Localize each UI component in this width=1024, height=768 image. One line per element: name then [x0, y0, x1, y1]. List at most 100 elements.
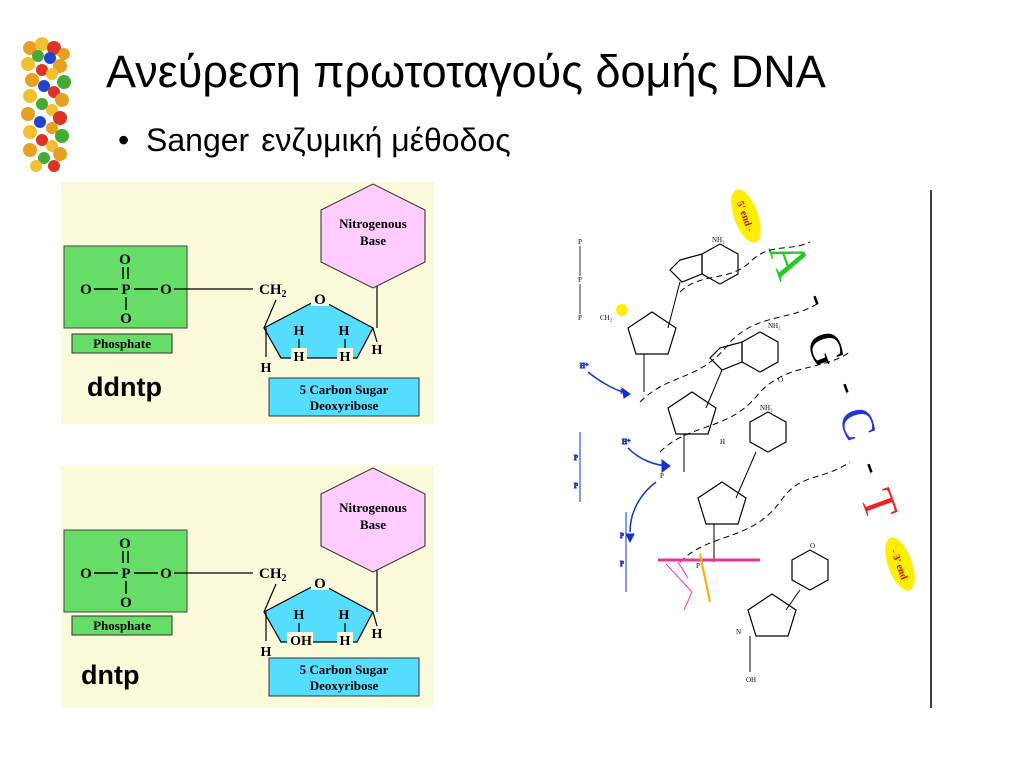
base-label-line1: Nitrogenous: [339, 216, 407, 231]
sugar-ring-pentagon: [263, 298, 374, 359]
hydrogen-2prime: H: [340, 350, 351, 365]
nitrogenous-base-hexagon: [320, 183, 426, 289]
phosphate-bottom-oxygen: O: [120, 311, 132, 327]
phosphate-right-oxygen: O: [160, 282, 172, 298]
phosphate-left-oxygen: O: [80, 282, 92, 298]
dna-strand-synthesis-figure: 5' end - - 3' end A - G - C - T P P P CH…: [574, 189, 932, 708]
phosphate-left-oxygen: O: [80, 566, 92, 582]
phosphate-top-oxygen: O: [119, 536, 131, 552]
hydrogen-4prime: H: [261, 361, 272, 376]
svg-text:P: P: [574, 454, 578, 462]
phosphorus-atom: P: [121, 282, 130, 298]
phosphate-right-oxygen: O: [160, 566, 172, 582]
bullet-item: • Sanger ενζυμική μέθοδος: [118, 122, 511, 159]
label-p-3: P: [696, 562, 700, 570]
sugar-label-box: [268, 657, 420, 697]
ddntp-label: ddntp: [87, 372, 162, 402]
label-h: H: [720, 438, 725, 446]
nitrogenous-base-hexagon: [320, 467, 426, 573]
ring-oxygen: O: [314, 292, 326, 308]
svg-text:P: P: [620, 532, 624, 540]
phosphate-label: Phosphate: [93, 618, 151, 633]
base-letter-t: T: [851, 482, 909, 526]
dash-3: -: [853, 456, 892, 479]
hydrogen-4prime: H: [261, 645, 272, 660]
ring-oxygen: O: [314, 576, 326, 592]
svg-text:P: P: [578, 314, 582, 322]
hydrogen-2prime: H: [340, 634, 351, 649]
incoming-phosphate-chains: H⁺ H⁺ P P P P: [574, 362, 671, 592]
sugar-label-line2: Deoxyribose: [310, 678, 379, 693]
label-o-t: O: [810, 542, 815, 550]
phosphate-group-box: [63, 529, 188, 613]
base-label-line2: Base: [360, 517, 386, 532]
sugar-label-line2: Deoxyribose: [310, 398, 379, 413]
phosphate-label-box: [71, 615, 173, 636]
base-label-line2: Base: [360, 233, 386, 248]
svg-text:CH₂: CH₂: [600, 314, 613, 322]
svg-text:P: P: [620, 560, 624, 568]
dntp-structure-diagram: O O P O O Phosphate CH2 O H H OH H H H N…: [63, 467, 426, 697]
sugar-ring-1: [627, 311, 677, 355]
ring-hydrogen-right: H: [339, 608, 350, 623]
adenine-ring: [701, 243, 739, 285]
svg-text:P: P: [578, 276, 582, 284]
bullet-marker: •: [118, 122, 130, 158]
triphosphate-chain-top: P P P CH₂: [578, 238, 613, 322]
label-oh: OH: [746, 676, 756, 684]
label-n-t: N: [736, 628, 741, 636]
svg-text:H⁺: H⁺: [580, 362, 589, 370]
ring-hydrogen-right: H: [339, 324, 350, 339]
hydrogen-3prime: H: [294, 350, 305, 365]
hydrogen-1prime: H: [372, 343, 383, 358]
svg-text:P: P: [578, 238, 582, 246]
hydrogen-1prime: H: [372, 627, 383, 642]
label-p-2: P: [660, 472, 664, 480]
slide-title: Ανεύρεση πρωτοταγούς δομής DNA: [106, 46, 826, 97]
sugar-label-line1: 5 Carbon Sugar: [300, 662, 389, 677]
bond-break-marker: [699, 553, 711, 603]
dntp-structure-panel: O O P O O Phosphate CH2 O H H OH H H H N…: [61, 466, 434, 708]
sugar-ring-3: [697, 481, 747, 525]
svg-text:P: P: [574, 482, 578, 490]
sugar-label-line1: 5 Carbon Sugar: [300, 382, 389, 397]
phosphate-group-box: [63, 245, 188, 329]
three-prime-end-badge: - 3' end: [885, 537, 915, 591]
base-label-line1: Nitrogenous: [339, 500, 407, 515]
thymine-ring: [791, 549, 829, 591]
ddntp-structure-diagram: O O P O O Phosphate CH2 O H H H H H H: [63, 183, 426, 417]
ring-hydrogen-left: H: [294, 324, 305, 339]
five-prime-end-badge: 5' end -: [731, 189, 761, 243]
ddntp-structure-panel: O O P O O Phosphate CH2 O H H H H H H: [61, 182, 434, 424]
ring-hydrogen-left: H: [294, 608, 305, 623]
adenine-five-ring: [669, 253, 703, 283]
label-o-g: O: [778, 376, 783, 384]
ch2-group: CH2: [259, 566, 287, 584]
base-letter-g: G: [797, 324, 856, 373]
dntp-label: dntp: [81, 660, 140, 690]
base-letter-a: A: [758, 233, 823, 286]
hydroxyl-3prime: OH: [290, 634, 312, 649]
phosphate-label: Phosphate: [93, 336, 151, 351]
label-nh2-g: NH₂: [768, 322, 781, 330]
bullet-text-method: Sanger: [146, 122, 250, 158]
phosphate-label-box: [71, 333, 173, 354]
yellow-highlight-5prime: [616, 304, 628, 316]
phosphorus-atom: P: [121, 566, 130, 582]
svg-text:H⁺: H⁺: [622, 438, 631, 446]
sugar-ring-4: [747, 593, 797, 637]
guanine-ring: [741, 331, 779, 373]
dash-1: -: [799, 288, 838, 311]
phosphate-bottom-oxygen: O: [120, 595, 132, 611]
sugar-label-box: [268, 377, 420, 417]
label-nh2-a: NH₂: [712, 236, 725, 244]
released-pyrophosphate: [665, 561, 693, 611]
guanine-five-ring: [709, 341, 743, 371]
sugar-ring-2: [667, 391, 717, 435]
cytosine-ring: [749, 411, 787, 453]
label-nh2-c: NH₂: [760, 404, 773, 412]
ch2-group: CH2: [259, 282, 287, 300]
phosphate-top-oxygen: O: [119, 252, 131, 268]
dash-2: -: [829, 376, 868, 399]
bullet-text-description: ενζυμική μέθοδος: [261, 122, 511, 158]
